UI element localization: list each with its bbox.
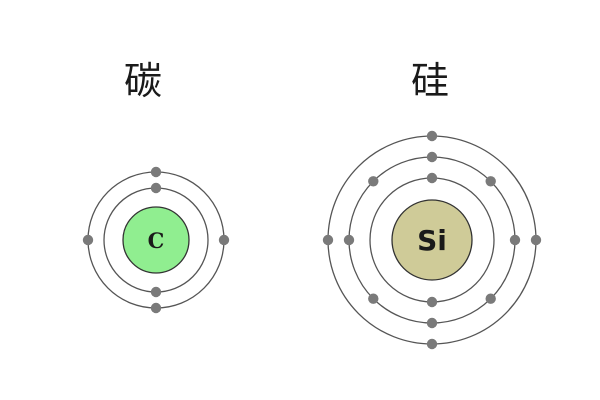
silicon-symbol: Si bbox=[417, 224, 447, 257]
carbon-shell-1-electron-1 bbox=[150, 182, 162, 194]
silicon-shell-2-electron-1 bbox=[426, 151, 438, 163]
silicon-shell-1-electron-1 bbox=[426, 172, 438, 184]
silicon-shell-2-electron-8 bbox=[368, 176, 379, 187]
silicon-shell-1-electron-2 bbox=[426, 296, 438, 308]
silicon-shell-2-electron-7 bbox=[343, 234, 355, 246]
carbon-shell-1-electron-2 bbox=[150, 286, 162, 298]
silicon-shell-3-electron-3 bbox=[426, 338, 438, 350]
carbon-shell-2-electron-1 bbox=[150, 166, 162, 178]
carbon-symbol: C bbox=[148, 228, 165, 253]
carbon-shell-2-electron-4 bbox=[82, 234, 94, 246]
silicon-shell-2-electron-5 bbox=[426, 317, 438, 329]
silicon-shell-3-electron-1 bbox=[426, 130, 438, 142]
carbon-shell-2-electron-2 bbox=[218, 234, 230, 246]
silicon-title: 硅 bbox=[410, 59, 450, 103]
carbon-title: 碳 bbox=[123, 59, 163, 103]
silicon-shell-2-electron-4 bbox=[485, 293, 496, 304]
silicon-atom: Si bbox=[322, 130, 542, 350]
silicon-shell-3-electron-4 bbox=[322, 234, 334, 246]
silicon-electrons bbox=[322, 130, 542, 350]
carbon-nucleus bbox=[122, 206, 190, 274]
silicon-shell-2-electron-6 bbox=[368, 293, 379, 304]
carbon-atom: C bbox=[82, 166, 230, 314]
silicon-shell-2-electron-3 bbox=[509, 234, 521, 246]
carbon-shell-2-electron-3 bbox=[150, 302, 162, 314]
carbon-electrons bbox=[82, 166, 230, 314]
silicon-shell-3-electron-2 bbox=[530, 234, 542, 246]
silicon-nucleus bbox=[391, 199, 473, 281]
silicon-shell-2-electron-2 bbox=[485, 176, 496, 187]
